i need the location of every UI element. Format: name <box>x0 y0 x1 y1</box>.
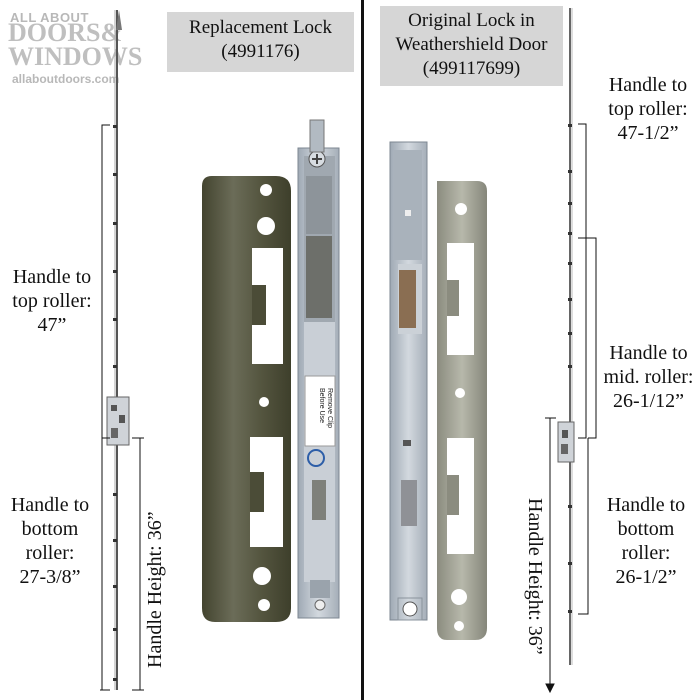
left-label-bottom-line2: bottom <box>21 518 79 540</box>
right-label-mid-line2: mid. roller: <box>603 366 694 388</box>
right-label-top-roller: Handle to top roller: 47-1/2” <box>596 73 700 145</box>
left-label-top-line1: Handle to <box>12 266 92 288</box>
left-label-top-line2: top roller: <box>12 290 92 312</box>
original-lock-part-number: (499117699) <box>422 58 521 79</box>
replacement-lock-part-number: (4991176) <box>221 41 300 62</box>
logo-website: allaboutdoors.com <box>12 72 120 86</box>
right-label-bottom-line2: bottom <box>617 518 675 540</box>
left-label-top-value: 47” <box>37 314 67 336</box>
right-label-handle-height: Handle Height: 36” <box>524 498 546 655</box>
right-label-bottom-line1: Handle to <box>606 494 686 516</box>
logo-line-2: DOORS& <box>8 18 123 47</box>
replacement-lock-title: Replacement Lock (4991176) <box>167 12 354 72</box>
original-lock-title-line1: Original Lock in <box>408 10 535 31</box>
left-label-bottom-line1: Handle to <box>10 494 90 516</box>
right-label-bottom-roller: Handle to bottom roller: 26-1/2” <box>594 493 698 589</box>
right-label-top-value: 47-1/2” <box>617 122 679 144</box>
remove-clip-sticker: Remove Clip Before Use <box>303 386 337 438</box>
replacement-lock-body <box>297 119 340 619</box>
logo-line-1: ALL ABOUT <box>10 10 89 25</box>
logo-line-3: WINDOWS <box>8 42 143 71</box>
right-label-top-line2: top roller: <box>608 98 688 120</box>
right-label-mid-roller: Handle to mid. roller: 26-1/12” <box>597 341 700 413</box>
left-label-bottom-value: 27-3/8” <box>19 566 81 588</box>
left-dimension-lines <box>100 124 144 691</box>
left-label-bottom-roller: Handle to bottom roller: 27-3/8” <box>0 493 100 589</box>
left-label-top-roller: Handle to top roller: 47” <box>0 265 104 337</box>
left-label-bottom-line3: roller: <box>25 542 75 564</box>
right-label-mid-line1: Handle to <box>609 342 688 364</box>
original-lock-title-line2: Weathershield Door <box>395 34 548 55</box>
right-multipoint-rod <box>557 8 575 665</box>
replacement-lock-title-line1: Replacement Lock <box>189 17 332 38</box>
replacement-strike-plate <box>202 176 291 622</box>
panel-divider <box>361 0 364 700</box>
original-lock-body <box>389 141 428 621</box>
right-label-bottom-value: 26-1/2” <box>615 566 677 588</box>
sticker-line-2: Before Use <box>318 388 325 424</box>
brand-logo: ALL ABOUT DOORS& WINDOWS allaboutdoors.c… <box>4 6 154 86</box>
original-lock-title: Original Lock in Weathershield Door (499… <box>380 6 563 86</box>
left-multipoint-rod <box>106 10 130 690</box>
right-label-bottom-line3: roller: <box>621 542 671 564</box>
right-label-top-line1: Handle to <box>608 74 688 96</box>
original-strike-plate <box>437 181 487 640</box>
right-dimension-lines <box>545 123 597 694</box>
right-label-mid-value: 26-1/12” <box>612 390 685 412</box>
sticker-line-1: Remove Clip <box>326 388 333 429</box>
left-label-handle-height: Handle Height: 36” <box>144 511 166 668</box>
